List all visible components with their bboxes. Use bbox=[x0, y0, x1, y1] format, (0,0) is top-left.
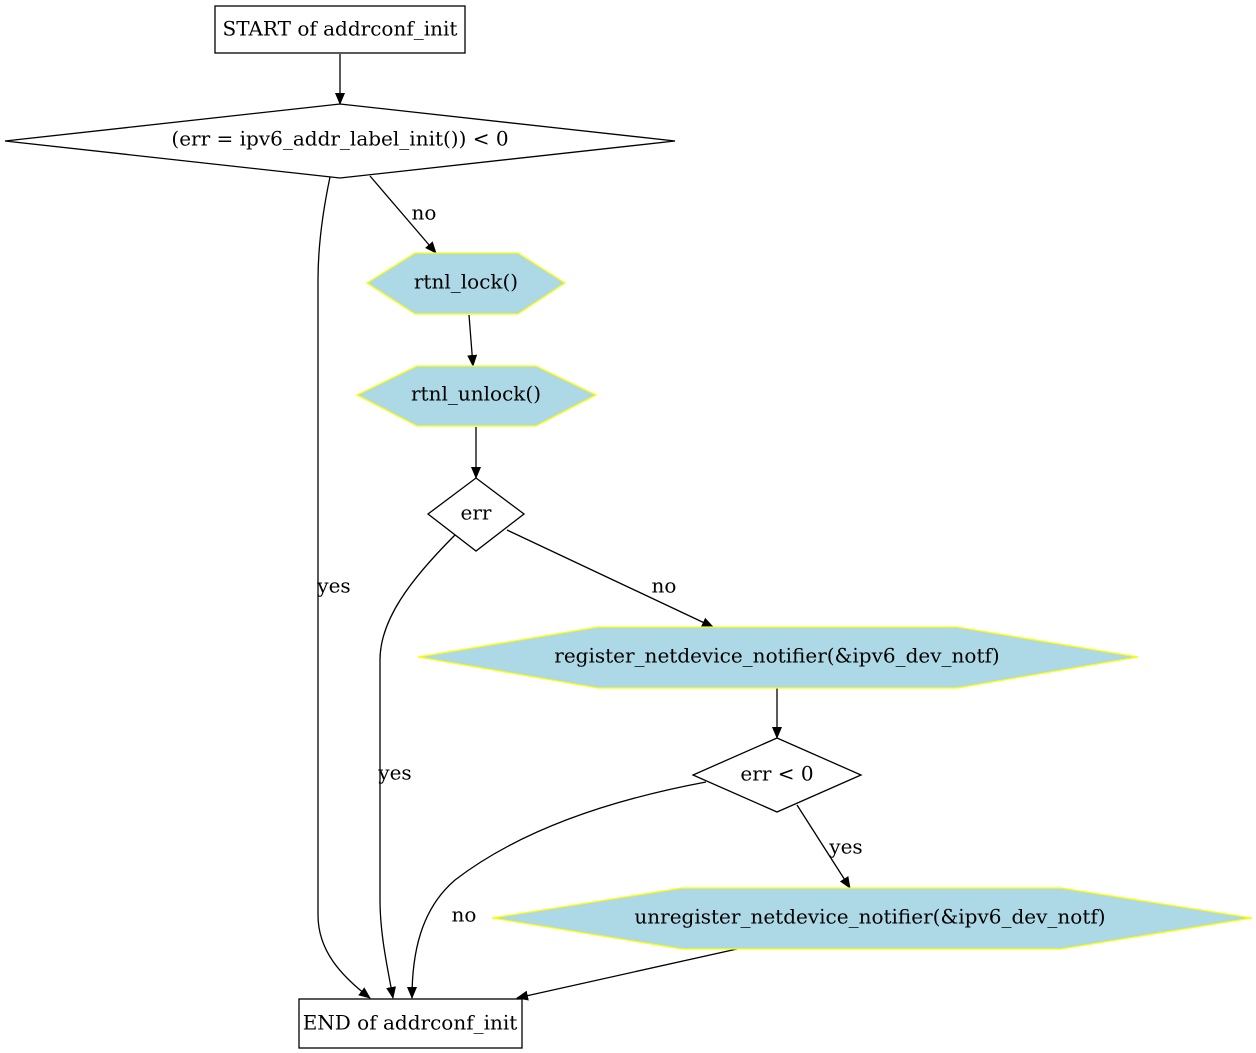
decision-label-init-text: (err = ipv6_addr_label_init()) < 0 bbox=[171, 127, 508, 151]
decision-err-lt0 bbox=[691, 737, 863, 813]
edge-errlt0-no-to-end bbox=[407, 781, 707, 999]
process-unregister-notifier bbox=[491, 887, 1253, 950]
edge-label-err-yes: yes bbox=[377, 761, 411, 785]
decision-label-init bbox=[4, 103, 676, 179]
edge-err-no-to-register bbox=[506, 529, 714, 628]
end-node-label: END of addrconf_init bbox=[303, 1011, 518, 1035]
process-rtnl-lock bbox=[365, 252, 567, 315]
edge-err-yes-to-end bbox=[379, 534, 456, 999]
edge-errlt0-yes-to-unregister bbox=[796, 804, 851, 889]
edge-label-err-no: no bbox=[652, 574, 677, 598]
start-node-label: START of addrconf_init bbox=[223, 17, 458, 41]
process-rtnl-lock-label: rtnl_lock() bbox=[414, 270, 518, 294]
decision-err bbox=[426, 477, 526, 552]
start-node bbox=[214, 5, 466, 54]
edge-unregister-to-end bbox=[516, 948, 738, 1001]
process-rtnl-unlock-label: rtnl_unlock() bbox=[411, 382, 541, 406]
edge-cond-yes-to-end bbox=[317, 176, 371, 999]
process-unregister-notifier-label: unregister_netdevice_notifier(&ipv6_dev_… bbox=[634, 905, 1105, 929]
process-register-notifier bbox=[417, 626, 1139, 689]
edge-lock-to-unlock bbox=[467, 314, 478, 367]
edge-label-err-lt0-no: no bbox=[452, 903, 477, 927]
edge-label-label-init-yes: yes bbox=[316, 574, 350, 598]
edge-label-err-lt0-yes: yes bbox=[828, 835, 862, 859]
process-rtnl-unlock bbox=[355, 365, 598, 427]
edge-cond-no-to-lock bbox=[369, 175, 437, 254]
process-register-notifier-label: register_netdevice_notifier(&ipv6_dev_no… bbox=[554, 644, 999, 668]
decision-err-lt0-text: err < 0 bbox=[740, 762, 813, 786]
end-node bbox=[298, 998, 523, 1049]
edge-label-label-init-no: no bbox=[412, 201, 437, 225]
decision-err-text: err bbox=[461, 501, 492, 525]
